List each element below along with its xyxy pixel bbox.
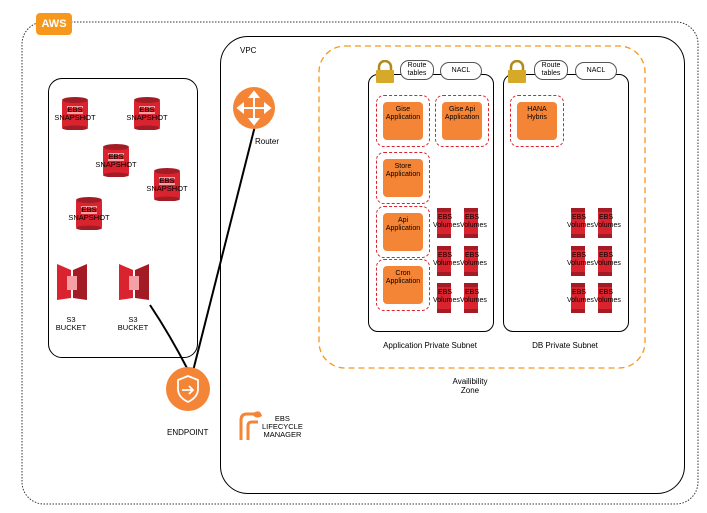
nacl-app: NACL [440, 62, 482, 80]
ebs-volume-icon[interactable] [437, 283, 451, 318]
endpoint-icon[interactable] [165, 366, 211, 412]
lock-icon [376, 60, 394, 83]
router-endpoint-line [191, 121, 257, 376]
vpc-label: VPC [240, 46, 257, 55]
s3-bucket-icon[interactable] [117, 262, 151, 307]
ebs-volume-icon[interactable] [437, 246, 451, 281]
lifecycle-manager-label: EBS LIFECYCLE MANAGER [262, 414, 303, 439]
ebs-snapshot[interactable] [101, 143, 131, 182]
aws-cloud-boundary [21, 21, 699, 505]
ebs-volume-icon[interactable] [571, 246, 585, 281]
ebs-snapshot[interactable] [60, 96, 90, 135]
lifecycle-manager-icon[interactable] [238, 406, 264, 442]
nacl-db: NACL [575, 62, 617, 80]
db-subnet-label: DB Private Subnet [532, 341, 598, 350]
ebs-snapshot[interactable] [152, 167, 182, 206]
vpc-boundary [220, 36, 685, 494]
ebs-volume-icon[interactable] [437, 208, 451, 243]
ebs-snapshot[interactable] [74, 196, 104, 235]
ebs-volume-icon[interactable] [571, 208, 585, 243]
router-icon[interactable] [232, 86, 276, 130]
ebs-volume-icon[interactable] [598, 246, 612, 281]
aws-badge: AWS [36, 13, 72, 35]
ebs-volume-icon[interactable] [464, 246, 478, 281]
ebs-volume-icon[interactable] [464, 283, 478, 318]
availability-zone-boundary [318, 45, 646, 369]
ebs-volume-icon[interactable] [464, 208, 478, 243]
ebs-volume-icon[interactable] [571, 283, 585, 318]
ebs-volume-icon[interactable] [598, 208, 612, 243]
storage-group [48, 78, 198, 358]
endpoint-label: ENDPOINT [167, 428, 209, 437]
s3-bucket-icon[interactable] [55, 262, 89, 307]
ebs-volume-icon[interactable] [598, 283, 612, 318]
ebs-snapshot[interactable] [132, 96, 162, 135]
bucket-endpoint-line [149, 304, 189, 371]
app-subnet-label: Application Private Subnet [383, 341, 477, 350]
router-label: Router [255, 137, 280, 146]
lock-icon [508, 60, 526, 83]
